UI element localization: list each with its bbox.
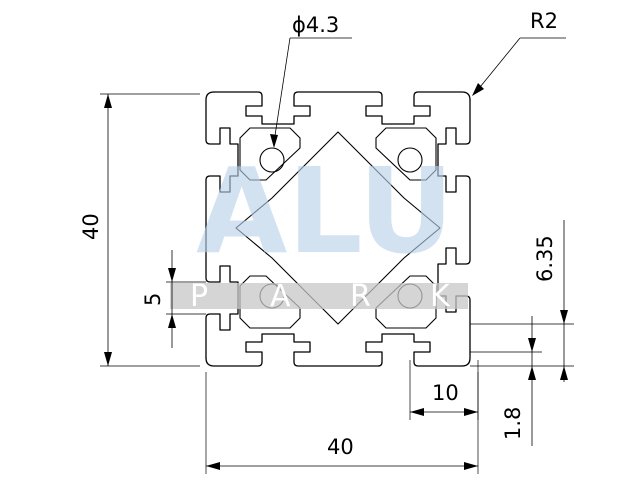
dim-hole-diameter: ϕ4.3 bbox=[270, 13, 352, 148]
wall-thickness-label: 1.8 bbox=[501, 407, 525, 440]
dim-height: 40 bbox=[79, 93, 200, 367]
dim-groove-width: 10 bbox=[409, 360, 479, 420]
core-hole-top-right bbox=[397, 147, 423, 173]
slot-depth-label: 6.35 bbox=[533, 235, 557, 282]
watermark-letter-a: A bbox=[270, 279, 291, 314]
watermark-main: ALU bbox=[196, 142, 454, 280]
dim-slot-depth: 6.35 bbox=[470, 220, 574, 382]
watermark-letter-r: R bbox=[350, 279, 371, 314]
groove-width-label: 10 bbox=[432, 381, 459, 405]
dim-wall-thickness: 1.8 bbox=[470, 316, 542, 446]
watermark-letter-p: P bbox=[190, 279, 208, 314]
hole-diameter-label: ϕ4.3 bbox=[292, 13, 339, 37]
core-hole-top-left bbox=[259, 147, 285, 173]
height-label: 40 bbox=[79, 213, 103, 240]
watermark-bar bbox=[170, 283, 468, 309]
watermark-letter-k: K bbox=[430, 279, 451, 314]
corner-radius-label: R2 bbox=[530, 9, 558, 33]
dim-corner-radius: R2 bbox=[472, 9, 566, 96]
watermark: ALU P A R K bbox=[170, 142, 468, 314]
dim-slot-width: 5 bbox=[141, 250, 206, 348]
dim-width: 40 bbox=[205, 372, 479, 474]
slot-width-label: 5 bbox=[141, 293, 165, 306]
width-label: 40 bbox=[327, 435, 354, 459]
profile-outline bbox=[205, 91, 471, 367]
